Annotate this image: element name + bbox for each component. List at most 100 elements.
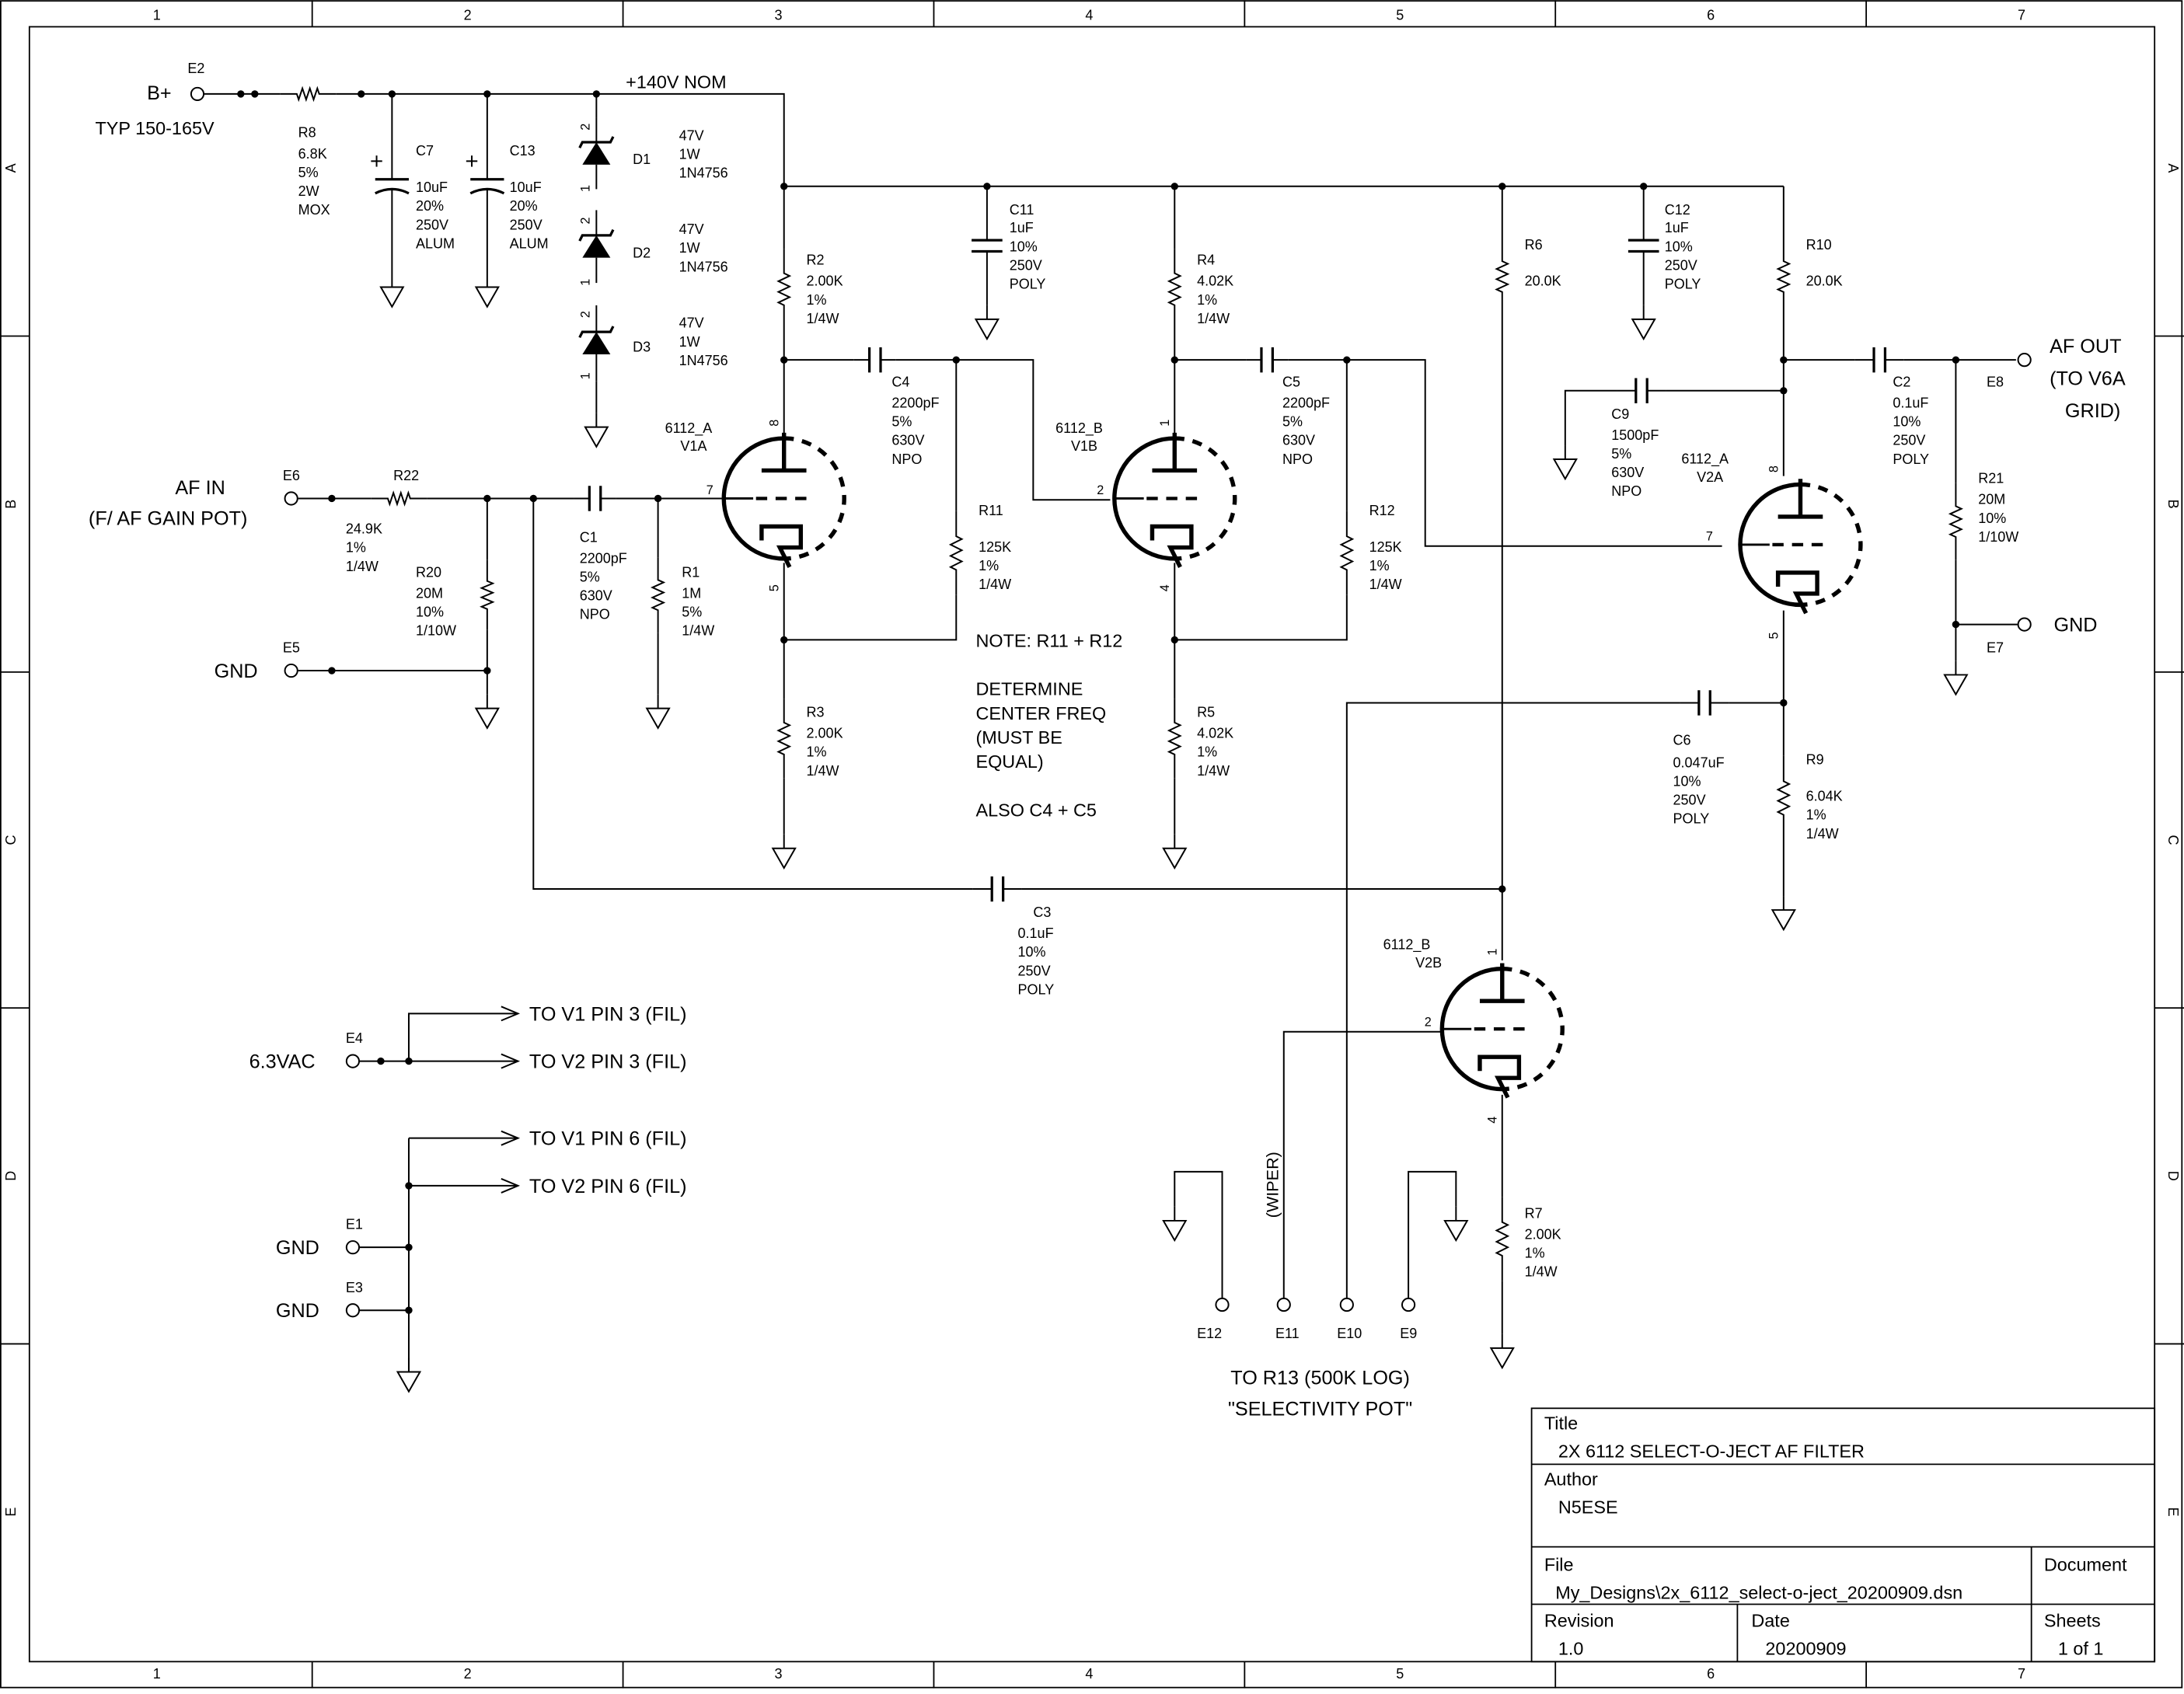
cathode: [759, 524, 804, 568]
part-value: 250V: [1893, 433, 1925, 448]
capacitor: [1617, 378, 1666, 403]
ground-triangle: [396, 1371, 422, 1393]
title-block-frame: [1530, 1407, 2156, 1663]
part-value: 5%: [891, 414, 912, 430]
af-in-note: (F/ AF GAIN POT): [89, 508, 247, 530]
junction-dot: [405, 1182, 413, 1190]
part-ref: R20: [416, 564, 441, 580]
resistor-body: [1776, 238, 1792, 315]
capacitor: [574, 486, 616, 511]
pad-label: E11: [1275, 1326, 1300, 1341]
pot-label: TO R13 (500K LOG): [1230, 1368, 1410, 1389]
part-ref: C4: [891, 374, 909, 389]
sheets-value: 1 of 1: [2058, 1638, 2104, 1658]
pad-label: E5: [283, 640, 300, 656]
resistor-body: [1167, 699, 1182, 779]
diode-cathode-bar: [578, 228, 615, 242]
pin-number: 2: [578, 124, 592, 131]
wire: [1174, 594, 1348, 641]
bplus-pad: [190, 86, 205, 102]
part-value: POLY: [1665, 277, 1701, 292]
row-label: A: [2165, 163, 2181, 173]
part-value: 1N4756: [679, 353, 728, 368]
tube-part: 6112_B: [1383, 936, 1431, 953]
pad-label: E6: [283, 468, 300, 483]
wire: [1282, 1030, 1443, 1299]
resistor: [1339, 511, 1355, 595]
part-ref: R9: [1806, 752, 1824, 768]
part-value: 1N4756: [679, 259, 728, 274]
part-value: 1/4W: [1369, 577, 1402, 592]
part-value: 6.04K: [1806, 789, 1843, 804]
sheets-label: Sheets: [2044, 1610, 2101, 1630]
part-value: 1/4W: [1525, 1264, 1558, 1280]
ground-symbol: [1443, 1206, 1469, 1243]
tube-part: 6112_B: [1055, 420, 1103, 437]
pin-number: 1: [1486, 949, 1500, 956]
part-ref: R4: [1197, 253, 1215, 268]
electrolytic-capacitor: [466, 93, 505, 274]
ground-symbol: [1162, 1206, 1188, 1243]
row-label: B: [3, 500, 19, 509]
pin-number: 8: [1767, 465, 1781, 472]
part-value: 1%: [807, 292, 827, 308]
part-value: 1M: [682, 585, 701, 601]
zener-diode: [578, 210, 615, 284]
part-value: POLY: [1673, 811, 1710, 827]
revision-label: Revision: [1544, 1610, 1614, 1630]
pad-label: E1: [346, 1217, 363, 1232]
part-ref: C3: [1033, 905, 1051, 920]
part-value: 10%: [1673, 773, 1701, 789]
column-label: 7: [2018, 1666, 2025, 1682]
part-value: 1uF: [1010, 220, 1034, 235]
zener-diode: [578, 305, 615, 382]
junction-dot: [358, 90, 365, 98]
filament-label: 6.3VAC: [249, 1051, 316, 1073]
column-label: 1: [153, 1666, 161, 1682]
ground-triangle: [1631, 318, 1656, 341]
document-label: Document: [2044, 1554, 2127, 1574]
envelope-dashed: [1174, 436, 1237, 561]
pad-label: E4: [346, 1030, 363, 1046]
part-value: POLY: [1018, 981, 1055, 997]
ground-symbol: [771, 834, 797, 870]
ground-symbol: [584, 413, 609, 448]
wire: [532, 498, 973, 891]
column-label: 5: [1396, 7, 1404, 23]
pad-label: E3: [346, 1280, 363, 1295]
resistor-body: [1339, 511, 1355, 595]
electrolytic-capacitor: [371, 93, 410, 274]
ground-triangle: [645, 707, 671, 730]
arrow-head: [501, 1130, 521, 1146]
part-value: 10%: [1665, 239, 1693, 254]
part-value: 10uF: [510, 180, 542, 195]
triode: [1738, 479, 1863, 615]
junction-dot: [1170, 636, 1178, 644]
wire: [895, 359, 1111, 501]
part-value: 20.0K: [1806, 274, 1843, 289]
part-value: 250V: [510, 217, 543, 232]
part-value: 2W: [298, 183, 319, 199]
bplus-note: TYP 150-165V: [95, 118, 215, 138]
ground-symbol: [1771, 896, 1796, 932]
part-value: 1%: [1197, 292, 1217, 308]
ground-triangle: [1552, 458, 1578, 481]
part-value: 1W: [679, 334, 700, 350]
junction-dot: [251, 90, 259, 98]
pin-number: 2: [1425, 1016, 1432, 1030]
resistor: [480, 559, 495, 630]
junction-dot: [780, 636, 788, 644]
part-ref: R2: [807, 253, 825, 268]
part-ref: C2: [1893, 374, 1910, 389]
ground-triangle: [1162, 1219, 1188, 1243]
part-value: 1%: [1197, 744, 1217, 760]
resistor: [1776, 755, 1792, 840]
part-value: 10%: [1893, 414, 1921, 430]
column-label: 6: [1707, 1666, 1715, 1682]
ground-symbol: [974, 305, 1000, 341]
filament-destination: TO V1 PIN 3 (FIL): [529, 1003, 687, 1025]
column-label: 3: [775, 1666, 783, 1682]
pot-pad: [1215, 1297, 1230, 1312]
row-label: A: [3, 163, 19, 173]
